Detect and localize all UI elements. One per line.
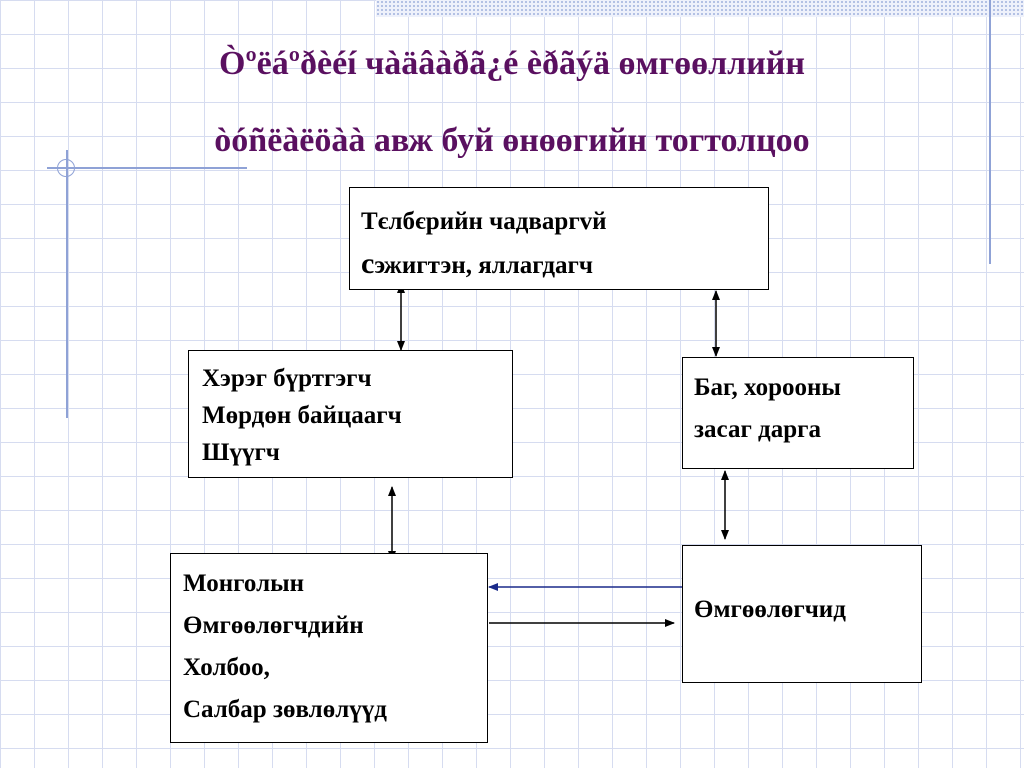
decor-line-horizontal-left [47,167,247,169]
node-district-governor: Баг, хорооны засаг дарга [682,357,914,469]
node-bar-association: Монголын Өмгөөлөгчдийн Холбоо, Салбар зө… [170,553,488,743]
node-lawyers: Өмгөөлөгчид [682,545,922,683]
decor-circle [57,159,75,177]
slide-title-line-1: Òºëáºðèéí чàäâàðã¿é èðãýä өмгөөллийн [219,45,805,82]
header-decor-band [376,0,1024,17]
node-text-line: Холбоо, [183,654,270,681]
node-text-line: Өмгөөлөгчид [694,596,846,623]
node-text-line: Шүүгч [202,439,280,466]
node-text-line: сэжигтэн, яллагдагч [361,247,594,280]
node-text-line: Салбар зөвлөлүүд [183,696,387,723]
node-text-line: Өмгөөлөгчдийн [183,612,364,639]
node-text-line: Хэрэг бүртгэгч [202,365,372,392]
decor-line-vertical-left [66,150,68,418]
slide-title-line-2: òóñëàëöàà авж буй өнөөгийн тогтолцоо [214,122,810,159]
node-text-line: Монголын [183,570,305,597]
node-text-line: засаг дарга [694,416,821,443]
node-text-line: Баг, хорооны [694,374,841,401]
decor-line-vertical-right [989,0,991,264]
node-text-line: Мөрдөн байцаагч [202,402,402,429]
node-investigators: Хэрэг бүртгэгч Мөрдөн байцаагч Шүүгч [188,350,513,478]
node-insolvent-suspect: Тєлбєрийн чадваргvй сэжигтэн, яллагдагч [349,187,769,290]
node-text-line: Тєлбєрийн чадваргvй [361,208,607,235]
